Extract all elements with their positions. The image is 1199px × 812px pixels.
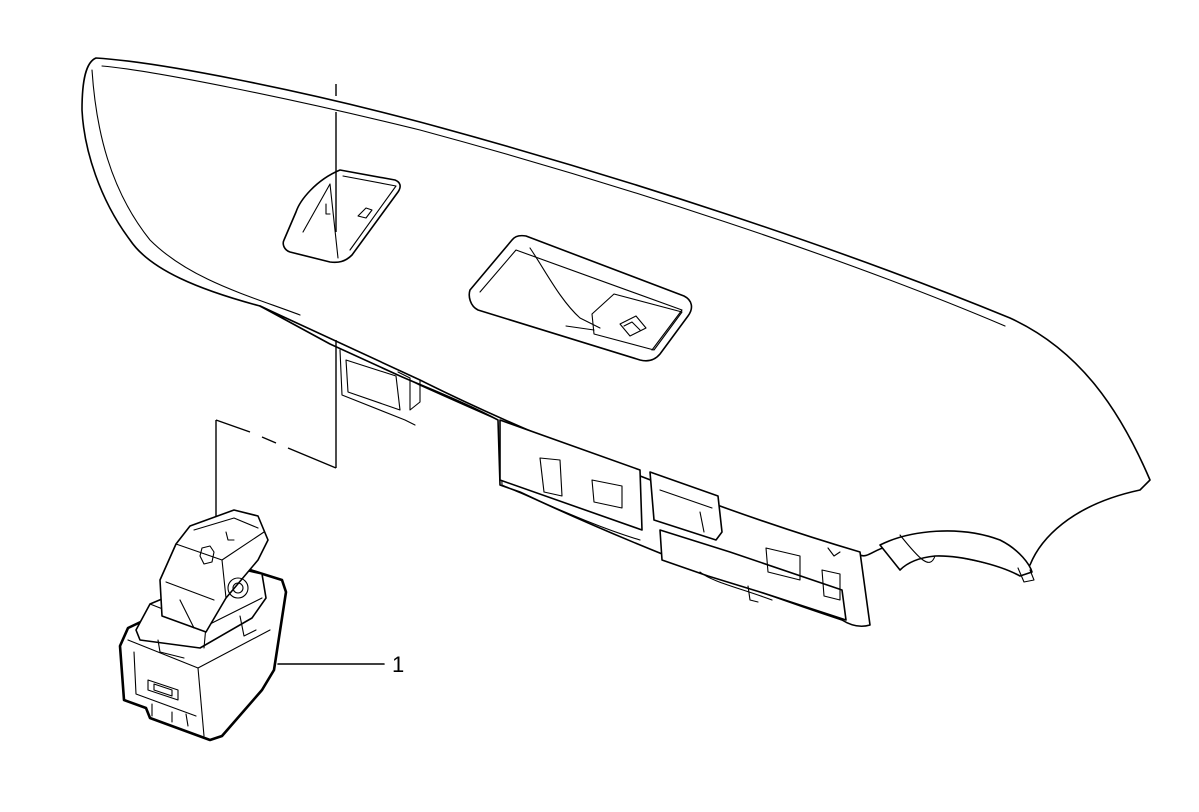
- window-switch-part-1: [118, 509, 288, 742]
- callout-1: 1: [277, 652, 404, 677]
- leader-line-diagonal-b: [215, 419, 251, 433]
- switch-bezel-panel: [81, 57, 1151, 627]
- leader-line-diagonal-a: [287, 447, 337, 469]
- explosion-leader-lines: [215, 84, 337, 522]
- callout-1-label: 1: [392, 652, 404, 677]
- leader-dash-mid: [261, 436, 277, 444]
